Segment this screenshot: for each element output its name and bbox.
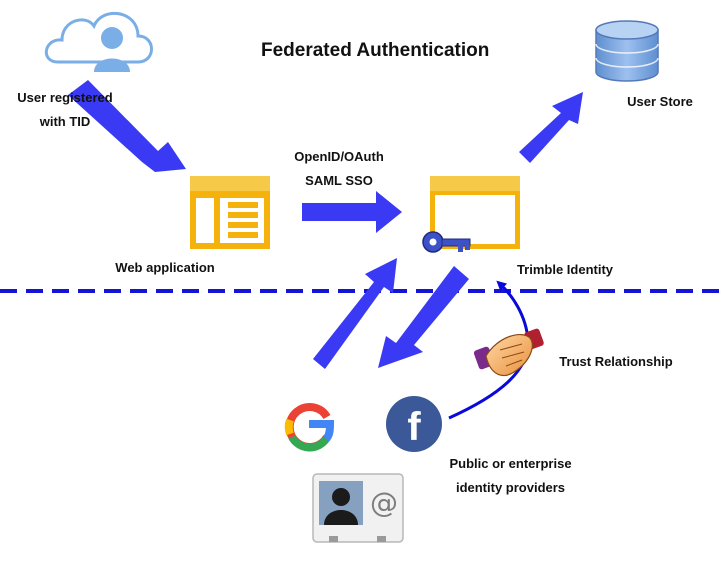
label-web-application: Web application (115, 260, 215, 275)
google-icon (284, 403, 335, 452)
contact-card-icon: @ (312, 473, 404, 543)
key-icon (422, 231, 471, 253)
arrow-google-to-tid (313, 258, 397, 369)
cloud-user-icon (45, 11, 153, 72)
trimble-identity-icon (430, 176, 520, 249)
svg-text:f: f (407, 405, 421, 449)
handshake-icon (473, 328, 544, 377)
facebook-icon: f (386, 396, 442, 452)
label-trimble-identity: Trimble Identity (516, 262, 614, 277)
arrow-tid-to-facebook (378, 266, 469, 368)
svg-text:@: @ (370, 486, 398, 519)
database-icon (595, 20, 659, 82)
label-trust-relationship: Trust Relationship (559, 354, 673, 369)
diagram-title: Federated Authentication (261, 40, 490, 61)
label-identity-providers: Public or enterprise identity providers (449, 456, 572, 496)
label-user-registered: User registered with TID (17, 90, 113, 130)
label-user-store: User Store (627, 94, 693, 109)
arrow-webapp-to-tid (302, 191, 402, 233)
arrow-user-to-webapp (68, 80, 186, 172)
arrow-tid-to-userstore (519, 92, 583, 163)
web-application-icon (190, 176, 270, 249)
label-protocols: OpenID/OAuth SAML SSO (294, 149, 384, 189)
